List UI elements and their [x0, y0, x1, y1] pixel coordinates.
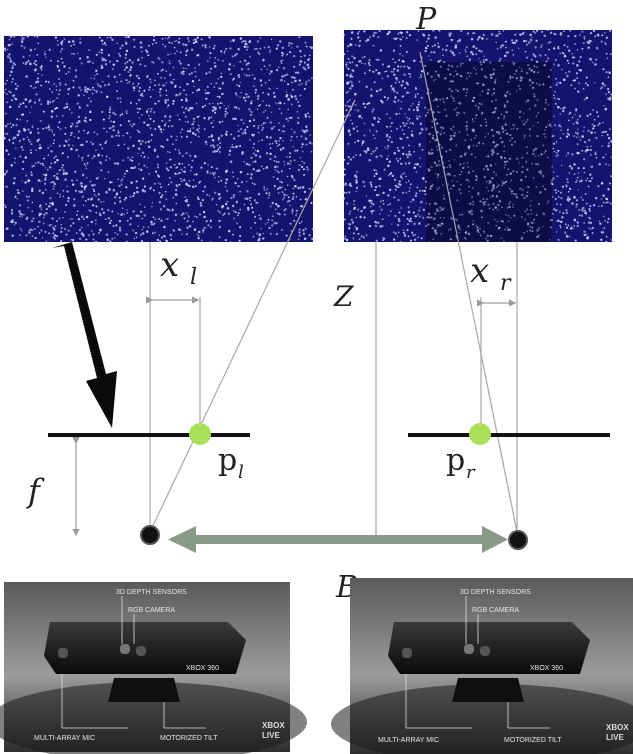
mic-callout: MULTI-ARRAY MIC [34, 735, 95, 742]
xbox-live-logo-top: XBOX [262, 721, 285, 730]
point-p-label: P [415, 2, 437, 37]
p-left-label: p [218, 443, 237, 478]
depth-label: Z [333, 280, 354, 313]
rgb-camera-lens [464, 644, 474, 654]
ray-right [419, 51, 518, 533]
left-projection-point [189, 423, 211, 445]
mic-callout: MULTI-ARRAY MIC [378, 737, 439, 744]
baseline-arrow [168, 526, 508, 553]
tilt-callout: MOTORIZED TILT [504, 737, 562, 744]
big-black-arrow [52, 242, 117, 428]
ray-left [149, 99, 356, 533]
right-camera-center [508, 530, 528, 550]
depth-sensor-lens [58, 648, 68, 658]
focal-length-label: f [26, 472, 45, 510]
right-projection-point [469, 423, 491, 445]
depth-sensor-lens-2 [136, 646, 146, 656]
kinect-brand-text: XBOX 360 [530, 665, 563, 672]
tilt-callout: MOTORIZED TILT [160, 735, 218, 742]
p-right-label: p [446, 443, 465, 478]
left-camera-center [140, 525, 160, 545]
x-left-label: x [160, 245, 179, 285]
rgb-camera-callout: RGB CAMERA [128, 607, 175, 614]
xbox-live-logo-top: XBOX [606, 723, 629, 732]
x-left-subscript: l [190, 265, 197, 290]
kinect-base [108, 678, 180, 702]
x-right-subscript: r [500, 271, 512, 296]
xbox-live-logo-bottom: LIVE [606, 733, 624, 742]
p-left-subscript: l [238, 462, 244, 483]
kinect-base [452, 678, 524, 702]
rgb-camera-callout: RGB CAMERA [472, 607, 519, 614]
right-speckle-image [342, 29, 613, 243]
xbox-live-logo-bottom: LIVE [262, 731, 280, 740]
left-speckle-image [3, 34, 314, 244]
x-right-label: x [470, 251, 489, 291]
kinect-brand-text: XBOX 360 [186, 665, 219, 672]
kinect-photo-right: XBOX 360 3D DEPTH SENSORS RGB CAMERA MUL… [331, 578, 633, 754]
depth-sensors-callout: 3D DEPTH SENSORS [460, 589, 531, 596]
rgb-camera-lens [120, 644, 130, 654]
p-right-subscript: r [466, 462, 476, 483]
depth-sensor-lens [402, 648, 412, 658]
depth-sensors-callout: 3D DEPTH SENSORS [116, 589, 187, 596]
kinect-photo-left: XBOX 360 3D DEPTH SENSORS RGB CAMERA MUL… [0, 582, 307, 754]
depth-sensor-lens-2 [480, 646, 490, 656]
